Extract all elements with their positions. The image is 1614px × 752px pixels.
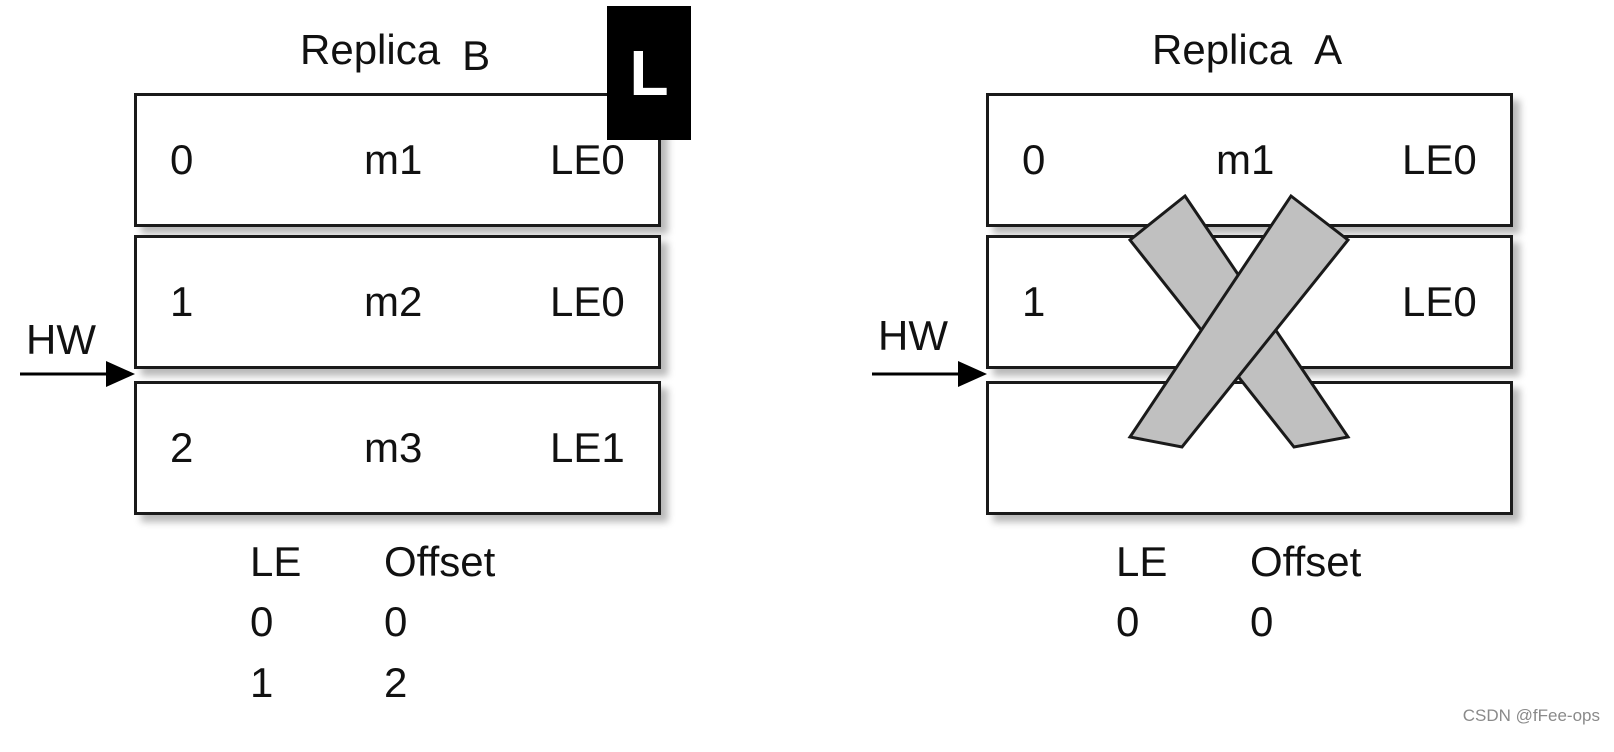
replica-b-log-entry-0: 0 m1 LE0: [134, 93, 661, 227]
log-epoch: LE0: [550, 136, 625, 183]
leader-badge: L: [607, 6, 691, 140]
log-offset: 0: [1022, 136, 1046, 183]
replica-b-log-entry-1: 1 m2 LE0: [134, 235, 661, 369]
replica-a-title-text: Replica: [1152, 26, 1293, 73]
replica-b-title-text: Replica: [300, 26, 441, 73]
log-offset: 1: [1022, 278, 1046, 325]
epoch-row-offset: 0: [384, 598, 408, 645]
log-offset: 2: [170, 424, 194, 471]
log-epoch: LE0: [550, 278, 625, 325]
epoch-header-le: LE: [1116, 538, 1168, 585]
cross-stroke-2: [1127, 193, 1351, 449]
epoch-row-offset: 2: [384, 659, 408, 706]
replica-b-title: Replica B: [300, 26, 490, 79]
epoch-row-le: 0: [1116, 598, 1140, 645]
replica-b-title-id: B: [462, 32, 491, 79]
replica-a-log-entry-2: [986, 381, 1513, 515]
replica-b-log-entry-2: 2 m3 LE1: [134, 381, 661, 515]
log-message: m1: [364, 136, 423, 183]
log-epoch: LE0: [1402, 136, 1477, 183]
replica-a-hw-label: HW: [878, 312, 948, 359]
log-message: m1: [1216, 136, 1275, 183]
epoch-header-offset: Offset: [1250, 538, 1362, 585]
replica-b-epoch-table: LE Offset 0 0 1 2: [250, 538, 550, 708]
replica-a-log-entry-0: 0 m1 LE0: [986, 93, 1513, 227]
replica-b-hw-arrow: [20, 361, 135, 387]
watermark: CSDN @fFee-ops: [1462, 706, 1600, 725]
epoch-header-le: LE: [250, 538, 302, 585]
failure-cross-icon: [1127, 193, 1351, 449]
epoch-row-le: 1: [250, 659, 274, 706]
replica-a-hw-arrow: [872, 361, 987, 387]
epoch-header-offset: Offset: [384, 538, 496, 585]
log-message: m3: [364, 424, 423, 471]
replica-a-epoch-table: LE Offset 0 0: [1116, 538, 1416, 648]
log-epoch: LE0: [1402, 278, 1477, 325]
log-offset: 0: [170, 136, 194, 183]
replica-a-title: Replica A: [1152, 26, 1342, 74]
epoch-row-offset: 0: [1250, 598, 1274, 645]
replica-b-hw-label: HW: [26, 316, 96, 363]
epoch-row-le: 0: [250, 598, 274, 645]
log-message: m2: [364, 278, 423, 325]
log-offset: 1: [170, 278, 194, 325]
log-epoch: LE1: [550, 424, 625, 471]
replica-a-title-id: A: [1314, 26, 1343, 73]
